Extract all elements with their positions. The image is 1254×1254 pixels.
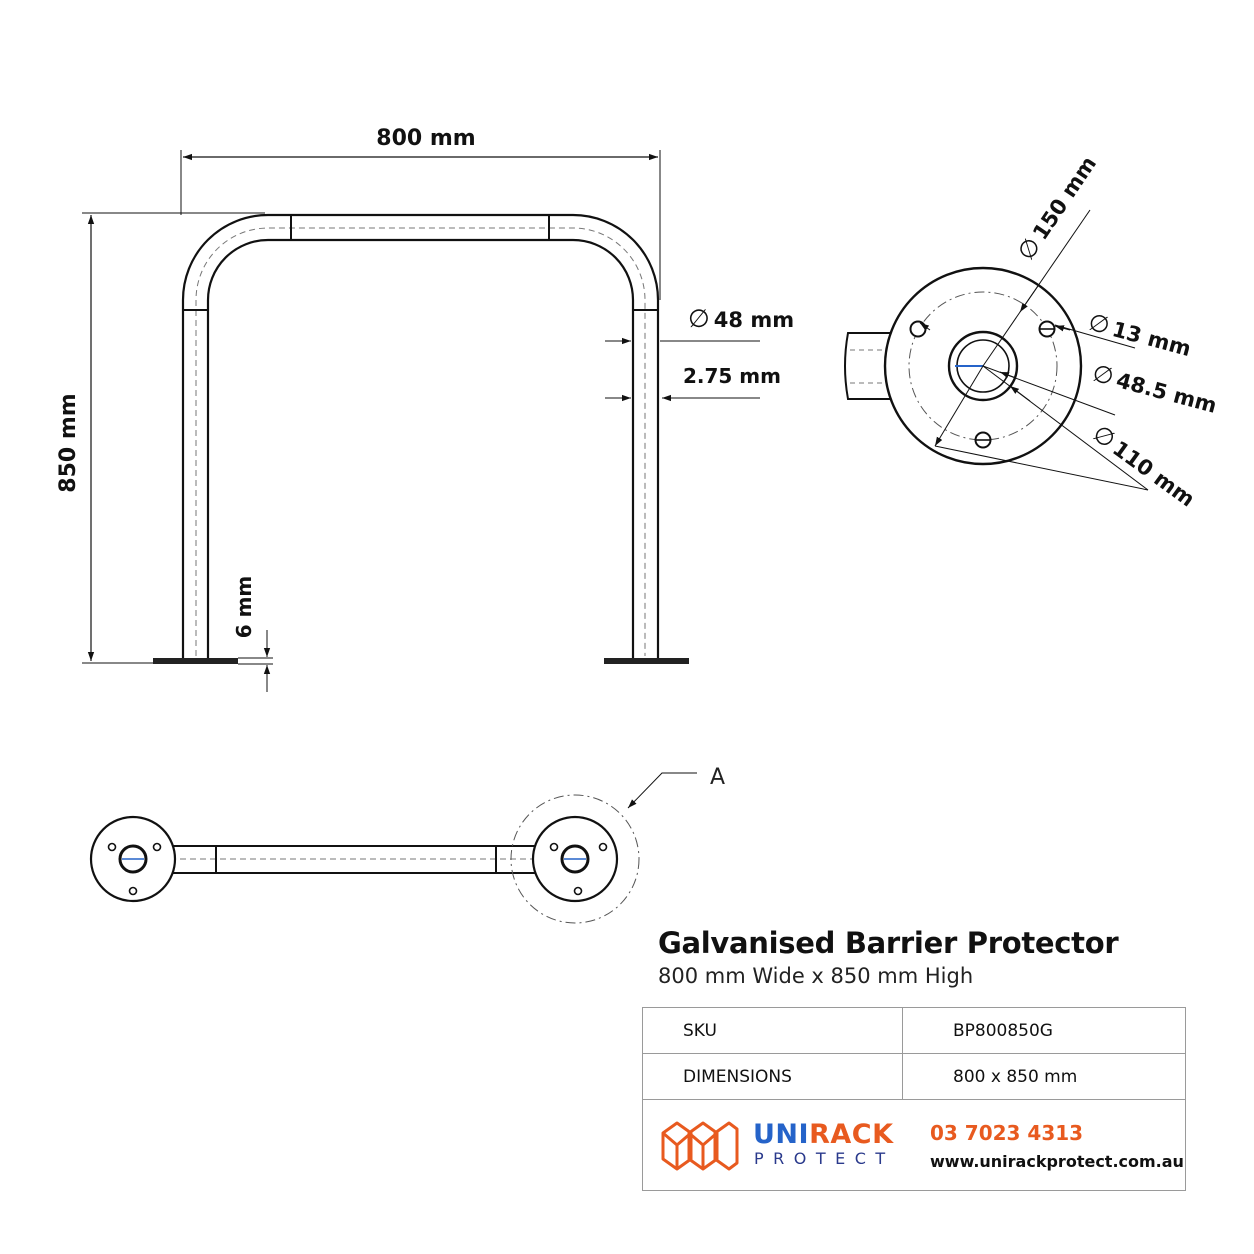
height-dimension-label: 850 mm	[56, 393, 81, 492]
brand-tagline: PROTECT	[754, 1149, 895, 1168]
diameter-symbol: ∅	[1089, 359, 1116, 391]
diameter-symbol: ∅	[688, 304, 710, 333]
brand-name: UNIRACK	[753, 1119, 894, 1150]
wall-thickness-label: 2.75 mm	[683, 364, 781, 388]
table-row: SKU BP800850G	[642, 1007, 1186, 1054]
website-link[interactable]: www.unirackprotect.com.au	[930, 1152, 1184, 1171]
spec-value: BP800850G	[902, 1007, 1186, 1054]
detail-a-label: A	[710, 765, 725, 790]
bolt-hole	[909, 320, 927, 338]
unirack-logo-icon	[661, 1121, 739, 1171]
right-base-plate	[604, 658, 689, 664]
base-plate-view: ∅150 mm ∅13 mm ∅48.5 mm ∅110 mm	[844, 150, 1220, 512]
left-base-plate	[153, 658, 238, 664]
product-title: Galvanised Barrier Protector	[658, 926, 1119, 960]
front-view: 800 mm 850 mm ∅48 mm 2.75 mm 6 mm	[56, 126, 794, 692]
pitch-circle	[908, 291, 1058, 441]
spec-key: DIMENSIONS	[642, 1053, 903, 1100]
tube-centerline	[195, 227, 646, 656]
plan-view: A	[89, 765, 725, 924]
plate-diameter-label: ∅150 mm	[1012, 150, 1102, 265]
tube-outline	[181, 213, 660, 660]
hole-diameter-label: ∅13 mm	[1085, 308, 1194, 362]
width-dimension-label: 800 mm	[376, 126, 475, 151]
spec-key: SKU	[642, 1007, 903, 1054]
phone-number[interactable]: 03 7023 4313	[930, 1121, 1084, 1145]
detail-a-circle	[510, 794, 640, 924]
spec-table: SKU BP800850G DIMENSIONS 800 x 850 mm	[642, 1007, 1186, 1100]
tube-diameter-label: ∅48 mm	[688, 304, 794, 333]
diameter-symbol: ∅	[1085, 308, 1112, 340]
tube-inner-outline	[206, 238, 635, 660]
spec-value: 800 x 850 mm	[902, 1053, 1186, 1100]
product-subtitle: 800 mm Wide x 850 mm High	[658, 964, 974, 988]
base-plate-thickness-label: 6 mm	[232, 576, 256, 639]
table-row: DIMENSIONS 800 x 850 mm	[642, 1053, 1186, 1100]
pitch-circle-label: ∅110 mm	[1087, 419, 1200, 512]
bore-diameter-label: ∅48.5 mm	[1089, 359, 1220, 419]
brand-box: UNIRACK PROTECT 03 7023 4313 www.unirack…	[642, 1099, 1186, 1191]
title-block: Galvanised Barrier Protector 800 mm Wide…	[642, 926, 1187, 988]
